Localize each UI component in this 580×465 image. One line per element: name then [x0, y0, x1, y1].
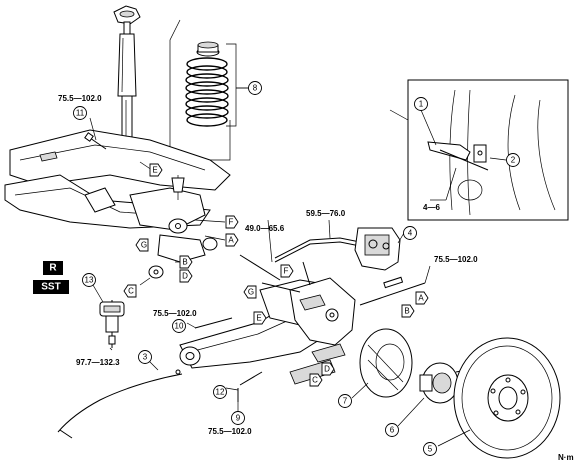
leader-lines	[89, 87, 471, 447]
callout-5: 5	[428, 445, 433, 454]
callout-11: 11	[76, 109, 85, 118]
parking-brake-cable	[57, 369, 183, 439]
callout-2: 2	[511, 156, 516, 165]
letter-mark-d-lower: D	[324, 365, 330, 374]
callout-3: 3	[143, 353, 148, 362]
knuckle-bolts	[194, 254, 426, 386]
letter-mark-c-upper: C	[128, 287, 134, 296]
letter-mark-a-lower: A	[418, 294, 424, 303]
torque-label-59: 59.5—76.0	[306, 209, 346, 218]
torque-label-9: 75.5—102.0	[208, 427, 252, 436]
brake-caliper	[354, 227, 401, 271]
letter-mark-b-upper: B	[182, 258, 187, 267]
parking-brake-bracket-inset	[389, 79, 569, 221]
torque-label-977: 97.7—132.3	[76, 358, 120, 367]
letter-mark-b-lower: B	[404, 307, 409, 316]
rear-crossmember	[4, 129, 231, 279]
letter-mark-e-upper: E	[152, 166, 157, 175]
brake-disc	[453, 337, 561, 459]
callout-12: 12	[216, 388, 225, 397]
letter-mark-c-lower: C	[312, 376, 318, 385]
shock-lower-bolt	[84, 132, 107, 150]
callout-1: 1	[419, 100, 424, 109]
torque-labels: 75.5—102.0 49.0—65.6 59.5—76.0 75.5—102.…	[58, 94, 478, 436]
tool-badges: R SST	[33, 261, 69, 294]
callout-10: 10	[175, 322, 184, 331]
torque-label-49: 49.0—65.6	[245, 224, 285, 233]
letter-mark-f-upper: F	[229, 218, 234, 227]
callout-8: 8	[253, 84, 258, 93]
r-badge	[43, 261, 63, 275]
callout-7: 7	[343, 397, 348, 406]
letter-mark-e-lower: E	[256, 314, 261, 323]
torque-label-11: 75.5—102.0	[58, 94, 102, 103]
torque-label-10: 75.5—102.0	[153, 309, 197, 318]
torque-units-label: N·m	[558, 453, 574, 462]
part-number-callouts: 8 11 1 2 4 13 10 3 12 7 9 6 5	[73, 81, 520, 456]
sst-badge	[33, 280, 69, 294]
letter-mark-g-upper: G	[141, 241, 147, 250]
letter-mark-a-upper: A	[228, 236, 234, 245]
letter-mark-f-lower: F	[284, 267, 289, 276]
callout-6: 6	[390, 426, 395, 435]
callout-13: 13	[85, 276, 94, 285]
rear-knuckle	[289, 277, 356, 346]
reference-letter-marks: E F A G B D C F G E A B D C	[123, 163, 429, 387]
sst-badge-label: SST	[41, 282, 60, 293]
letter-mark-d-upper: D	[182, 272, 188, 281]
callout-4: 4	[408, 229, 413, 238]
coil-spring	[169, 19, 250, 161]
torque-label-inset: 4—6	[423, 203, 440, 212]
bushing-sst	[99, 300, 125, 348]
callout-9: 9	[236, 414, 241, 423]
r-badge-label: R	[49, 263, 57, 274]
torque-label-right: 75.5—102.0	[434, 255, 478, 264]
dust-cover	[359, 328, 413, 398]
letter-mark-g-lower: G	[248, 288, 254, 297]
brake-hose	[274, 237, 361, 263]
